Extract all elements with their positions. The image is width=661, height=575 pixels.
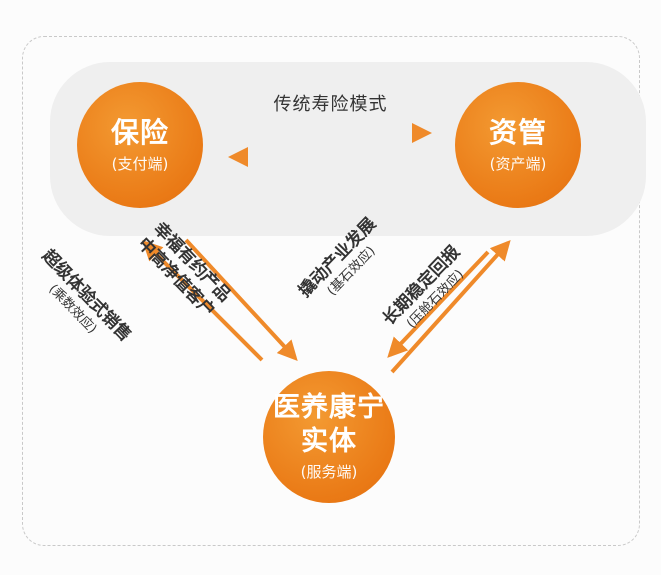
healthcare-subtitle: (服务端) bbox=[300, 463, 358, 481]
insurance-title: 保险 bbox=[110, 116, 169, 149]
dashed-frame bbox=[22, 36, 640, 546]
healthcare-node: 医养康宁 实体 (服务端) bbox=[263, 371, 395, 503]
asset-management-node: 资管 (资产端) bbox=[455, 82, 581, 208]
arrow-care-to-am bbox=[390, 240, 511, 374]
traditional-model-label: 传统寿险模式 bbox=[273, 94, 388, 115]
insurance-subtitle: (支付端) bbox=[111, 155, 169, 173]
healthcare-title-line1: 医养康宁 bbox=[273, 392, 385, 423]
healthcare-title-line2: 实体 bbox=[301, 426, 357, 457]
asset-management-subtitle: (资产端) bbox=[489, 155, 547, 173]
arrow-ins-to-care bbox=[184, 238, 298, 361]
arrow-am-to-care bbox=[387, 250, 490, 358]
arrow-care-to-ins bbox=[142, 240, 264, 362]
insurance-node: 保险 (支付端) bbox=[77, 82, 203, 208]
asset-management-title: 资管 bbox=[488, 116, 547, 149]
